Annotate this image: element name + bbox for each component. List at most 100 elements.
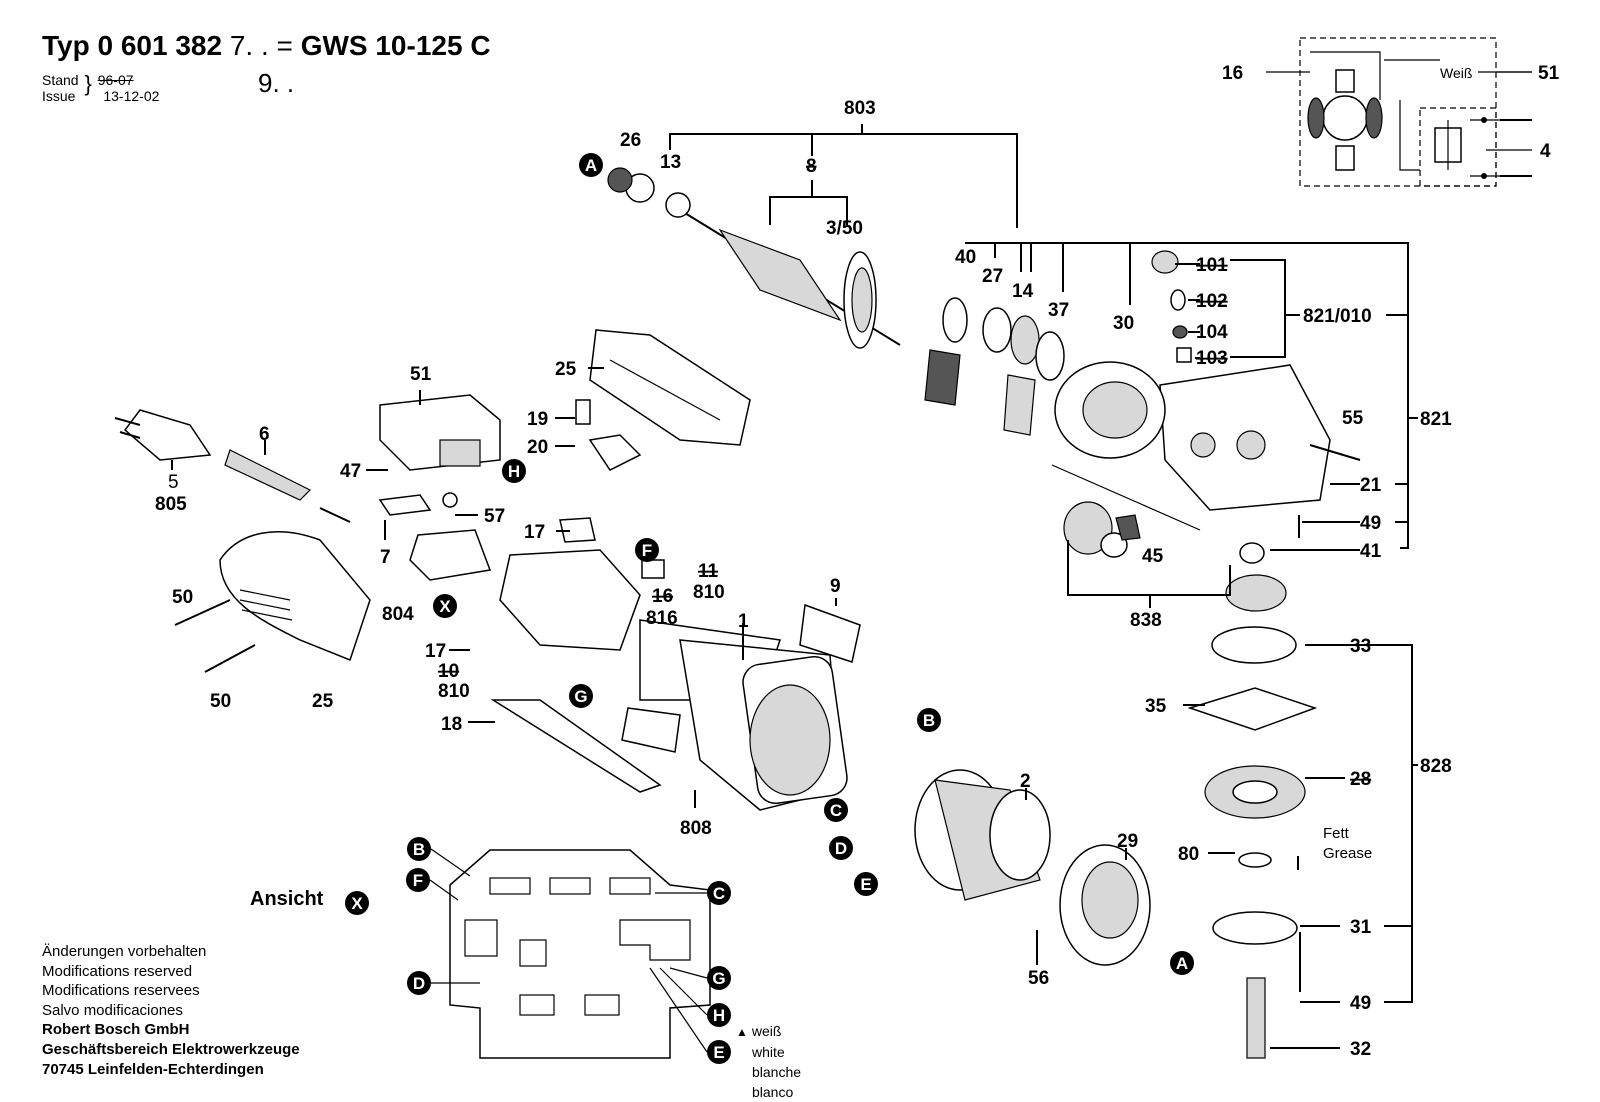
label-plates bbox=[621, 603, 861, 753]
spindle-assembly bbox=[1187, 626, 1318, 1059]
part-label-51-top: 51 bbox=[1538, 63, 1560, 84]
part-label-1: 1 bbox=[738, 611, 749, 632]
callout-b-mid: B bbox=[917, 708, 941, 732]
callout-h-view: H bbox=[659, 967, 731, 1027]
part-label-21: 21 bbox=[1360, 475, 1382, 496]
color-legend: ▲weiß white blanche blanco bbox=[736, 1021, 802, 1102]
stand-old-date: 96-07 bbox=[97, 72, 134, 88]
grease-note-en: Grease bbox=[1323, 845, 1372, 862]
part-label-805: 805 bbox=[155, 494, 187, 515]
part-label-50-top: 50 bbox=[172, 587, 193, 608]
footer-de: Änderungen vorbehalten bbox=[42, 943, 207, 960]
svg-text:C: C bbox=[713, 884, 725, 903]
part-label-16-top: 16 bbox=[1222, 63, 1243, 84]
svg-text:X: X bbox=[439, 597, 451, 616]
svg-text:E: E bbox=[713, 1043, 724, 1062]
equals-sign: = bbox=[276, 30, 293, 61]
svg-text:F: F bbox=[413, 871, 423, 890]
part-label-55: 55 bbox=[1342, 408, 1364, 429]
part-label-56: 56 bbox=[1028, 968, 1049, 989]
part-label-102: 102 bbox=[1196, 291, 1228, 312]
callout-d-mid: D bbox=[829, 836, 853, 860]
part-label-11: 11 bbox=[698, 561, 719, 582]
bearings-and-rings bbox=[924, 250, 1361, 538]
bevel-gear-set bbox=[1063, 501, 1287, 612]
air-guide bbox=[490, 699, 662, 793]
typ-label: Typ bbox=[42, 30, 90, 61]
switch-box bbox=[379, 394, 501, 471]
legend-de: weiß bbox=[751, 1023, 782, 1039]
callout-x: X bbox=[433, 594, 457, 618]
power-plug-and-cable bbox=[114, 409, 351, 523]
callout-e-mid: E bbox=[854, 872, 878, 896]
part-label-57: 57 bbox=[484, 506, 505, 527]
part-label-810-top: 810 bbox=[693, 582, 725, 603]
switch-unit bbox=[378, 492, 492, 581]
callout-c-mid: C bbox=[824, 798, 848, 822]
part-number-labels: 803 26 13 8 3/50 40 27 14 37 30 101 102 … bbox=[155, 63, 1560, 1060]
fan-guard bbox=[1059, 844, 1151, 966]
footer-address: 70745 Leinfelden-Echterdingen bbox=[42, 1060, 264, 1078]
callout-x-view: X bbox=[345, 891, 369, 915]
model-name: GWS 10-125 C bbox=[300, 30, 491, 61]
svg-text:A: A bbox=[585, 156, 597, 175]
svg-text:C: C bbox=[830, 801, 842, 820]
part-label-16: 16 bbox=[652, 586, 673, 607]
part-label-25-top: 25 bbox=[555, 359, 577, 380]
part-label-821-010: 821/010 bbox=[1303, 306, 1372, 327]
svg-text:F: F bbox=[642, 541, 652, 560]
legend-fr: blanche bbox=[752, 1064, 802, 1080]
part-label-103: 103 bbox=[1196, 348, 1228, 369]
variant-2: 9. . bbox=[258, 68, 295, 98]
part-label-50-bottom: 50 bbox=[210, 691, 231, 712]
view-label: Ansicht bbox=[250, 888, 324, 910]
part-label-8: 8 bbox=[806, 156, 817, 177]
housing-cover-top bbox=[575, 329, 751, 471]
callout-a-bottom: A bbox=[1170, 951, 1194, 975]
callout-a-top: A bbox=[579, 153, 603, 177]
callout-b-view: B bbox=[407, 837, 471, 877]
part-label-808: 808 bbox=[680, 818, 712, 839]
part-label-29: 29 bbox=[1117, 831, 1138, 852]
svg-text:H: H bbox=[508, 462, 520, 481]
variant-1: 7. . bbox=[229, 30, 269, 61]
part-label-27: 27 bbox=[982, 266, 1003, 287]
wire-label: Weiß bbox=[1440, 65, 1472, 81]
field-coil bbox=[914, 769, 1051, 901]
callout-f-view: F bbox=[406, 868, 459, 901]
part-label-30: 30 bbox=[1113, 313, 1134, 334]
part-label-7: 7 bbox=[380, 547, 391, 568]
part-label-20: 20 bbox=[527, 437, 548, 458]
part-label-49-bottom: 49 bbox=[1350, 993, 1371, 1014]
legend-es: blanco bbox=[752, 1084, 794, 1100]
part-label-31: 31 bbox=[1350, 917, 1372, 938]
part-label-45: 45 bbox=[1142, 546, 1164, 567]
part-label-838: 838 bbox=[1130, 610, 1162, 631]
stand-issue-block: Stand } 96-07 Issue 13-12-02 bbox=[42, 71, 160, 104]
svg-text:A: A bbox=[1176, 954, 1188, 973]
issue-label: Issue bbox=[42, 88, 76, 104]
part-label-10: 10 bbox=[438, 661, 459, 682]
part-label-49-top: 49 bbox=[1360, 513, 1381, 534]
part-label-33: 33 bbox=[1350, 636, 1371, 657]
footer-fr: Modifications reservees bbox=[42, 982, 200, 1000]
part-label-26: 26 bbox=[620, 130, 641, 151]
footer-division: Geschäftsbereich Elektrowerkzeuge bbox=[42, 1040, 300, 1058]
wiring-schematic: Weiß bbox=[1266, 37, 1532, 187]
letter-callouts: A H F X G B C D E A X B F C D G H E bbox=[345, 153, 1194, 1064]
part-label-19: 19 bbox=[527, 409, 548, 430]
footer-block: Änderungen vorbehalten Modifications res… bbox=[42, 942, 300, 1079]
svg-text:E: E bbox=[860, 875, 871, 894]
legend-en: white bbox=[752, 1044, 785, 1060]
part-label-828: 828 bbox=[1420, 756, 1452, 777]
callout-g-view: G bbox=[669, 966, 731, 990]
stand-label: Stand bbox=[42, 72, 79, 88]
callout-f-top: F bbox=[635, 538, 659, 562]
part-label-32: 32 bbox=[1350, 1039, 1371, 1060]
svg-text:G: G bbox=[574, 687, 587, 706]
svg-text:X: X bbox=[351, 894, 363, 913]
armature bbox=[607, 167, 901, 349]
type-designation: Typ 0 601 382 7. . = GWS 10-125 C bbox=[42, 30, 491, 62]
part-label-28: 28 bbox=[1350, 769, 1371, 790]
